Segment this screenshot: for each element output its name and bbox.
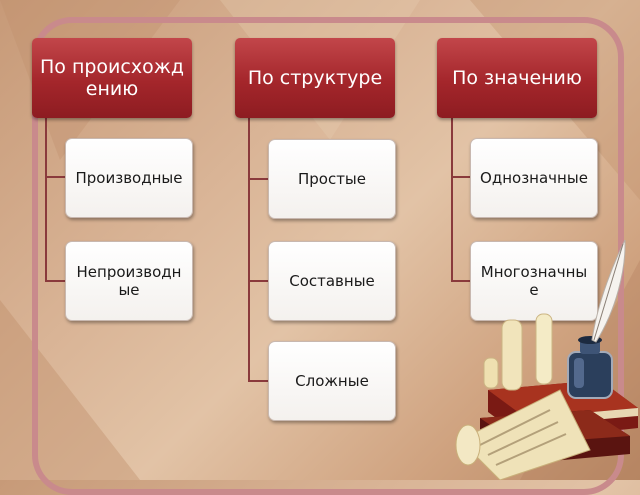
node-simple: Простые bbox=[268, 139, 396, 219]
node-polysemantic: Многозначные bbox=[470, 241, 598, 321]
node-label: Многозначные bbox=[480, 263, 588, 299]
connector-line bbox=[451, 176, 471, 178]
quill-inkwell-illustration bbox=[455, 240, 638, 480]
node-compound: Составные bbox=[268, 241, 396, 321]
node-complex: Сложные bbox=[268, 341, 396, 421]
node-label: Простые bbox=[297, 170, 367, 188]
connector-line bbox=[451, 280, 471, 282]
connector-line bbox=[45, 280, 65, 282]
connector-line bbox=[248, 380, 268, 382]
node-monosemantic: Однозначные bbox=[470, 138, 598, 218]
header-structure-label: По структуре bbox=[247, 67, 383, 89]
node-label: Непроизводные bbox=[76, 263, 182, 299]
connector-line bbox=[248, 280, 268, 282]
header-structure: По структуре bbox=[235, 38, 395, 118]
connector-line bbox=[451, 110, 453, 282]
header-origin: По происхождению bbox=[32, 38, 192, 118]
header-meaning: По значению bbox=[437, 38, 597, 118]
header-meaning-label: По значению bbox=[452, 67, 582, 89]
header-origin-label: По происхождению bbox=[40, 56, 184, 100]
connector-line bbox=[248, 110, 250, 382]
inkwell-icon bbox=[567, 336, 613, 399]
node-label: Однозначные bbox=[480, 169, 588, 187]
node-label: Составные bbox=[289, 272, 375, 290]
node-label: Сложные bbox=[295, 372, 369, 390]
node-derived: Производные bbox=[65, 138, 193, 218]
connector-line bbox=[248, 178, 268, 180]
connector-line bbox=[45, 176, 65, 178]
node-label: Производные bbox=[75, 169, 183, 187]
connector-line bbox=[45, 118, 47, 282]
node-non-derived: Непроизводные bbox=[65, 241, 193, 321]
quill-icon bbox=[591, 240, 626, 343]
scroll-icon bbox=[455, 313, 591, 480]
